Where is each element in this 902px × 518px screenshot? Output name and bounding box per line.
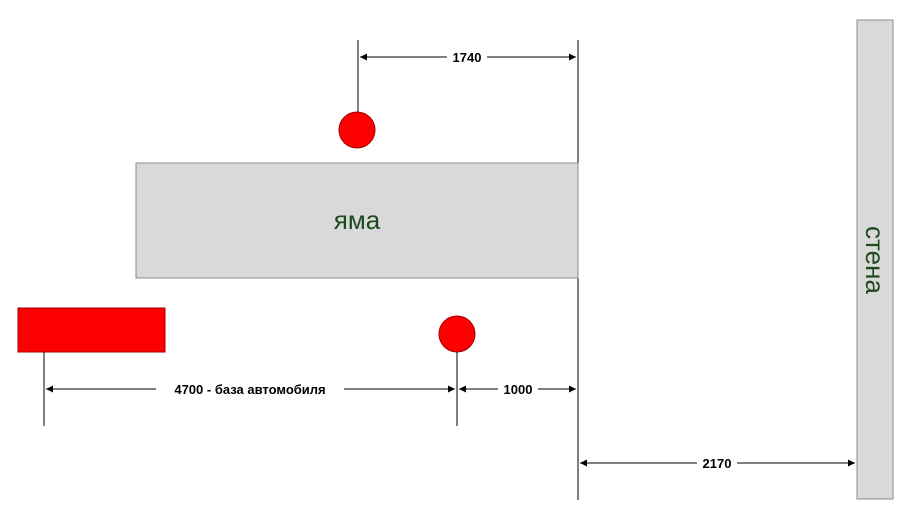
dimension-label-front: 1000 xyxy=(504,382,533,397)
wall-label: стена xyxy=(860,226,890,294)
pit-rect xyxy=(135,162,579,279)
wall-rect xyxy=(856,19,894,500)
pit-label: яма xyxy=(334,205,381,235)
car-rear-block xyxy=(17,307,166,353)
dimension-label-to-wall: 2170 xyxy=(703,456,732,471)
marker-lower xyxy=(438,315,476,353)
marker-upper xyxy=(338,111,376,149)
dimension-label-top: 1740 xyxy=(453,50,482,65)
dimension-label-wheelbase: 4700 - база автомобиля xyxy=(174,382,325,397)
